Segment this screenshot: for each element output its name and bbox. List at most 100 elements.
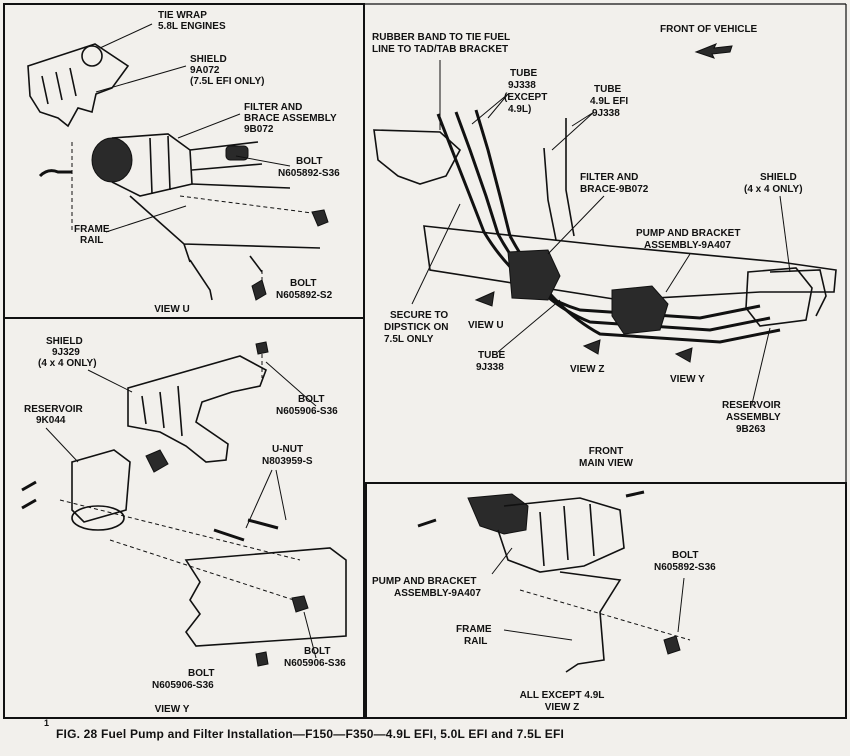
main-filter <box>507 249 561 301</box>
label-bolt-z-1: BOLT <box>672 550 698 561</box>
frame-rail-u <box>129 195 321 301</box>
tube-rise-3 <box>474 109 512 237</box>
label-tie-wrap-1: TIE WRAP <box>158 10 207 21</box>
label-reservoir-y-2: 9K044 <box>36 415 66 426</box>
label-front-of-vehicle: FRONT OF VEHICLE <box>660 24 758 35</box>
labels-view-z: BOLT N605892-S36 PUMP AND BRACKET ASSEMB… <box>372 550 716 713</box>
label-tube-a-4: 4.9L) <box>508 104 531 115</box>
label-shield-y-1: SHIELD <box>46 336 83 347</box>
label-bolt-a-u-1: BOLT <box>296 156 322 167</box>
outlet-fitting <box>225 145 249 161</box>
front-arrow <box>694 43 733 59</box>
label-bolt-b-y-1: BOLT <box>304 646 330 657</box>
leader-bolt-a <box>235 155 291 167</box>
reservoir-base <box>71 505 125 531</box>
label-shield-main-1: SHIELD <box>760 172 797 183</box>
caption-footnote-mark: 1 <box>44 718 50 728</box>
label-frame-u-1: FRAME <box>74 224 110 235</box>
filter-body <box>111 133 193 197</box>
label-reservoir-y-1: RESERVOIR <box>24 404 83 415</box>
label-pump-main-2: ASSEMBLY-9A407 <box>644 240 731 251</box>
label-bolt-a-y-2: N605906-S36 <box>276 406 338 417</box>
title-view-z-1: ALL EXCEPT 4.9L <box>520 690 605 701</box>
arrow-view-z <box>582 339 601 355</box>
panel-view-y <box>3 317 365 719</box>
reservoir-9k044 <box>71 449 131 523</box>
z-pump-ribs <box>539 503 595 567</box>
label-rubber-1: RUBBER BAND TO TIE FUEL <box>372 32 510 43</box>
reservoir-fittings <box>21 480 37 510</box>
leader-pump-main <box>665 253 691 293</box>
arrow-view-y <box>674 347 693 363</box>
reservoir-top-fittings <box>145 449 169 473</box>
label-filter-main-2: BRACE-9B072 <box>580 184 649 195</box>
label-view-u-main: VIEW U <box>468 320 504 331</box>
shield-ribs <box>41 67 77 105</box>
leader-bolt-a-y <box>265 361 317 407</box>
z-pump-top <box>467 493 529 535</box>
shield-9j329 <box>127 355 267 463</box>
panel-view-z <box>365 482 847 719</box>
label-shield-y-2: 9J329 <box>52 347 80 358</box>
leader-tube-a <box>471 93 509 125</box>
leader-frame <box>105 205 187 233</box>
labels-view-y: SHIELD 9J329 (4 x 4 ONLY) BOLT N605906-S… <box>24 336 346 715</box>
label-bolt-a-u-2: N605892-S36 <box>278 168 340 179</box>
label-secure-1: SECURE TO <box>390 310 448 321</box>
bolt-b-u <box>251 279 267 301</box>
label-rubber-2: LINE TO TAD/TAB BRACKET <box>372 44 508 55</box>
main-reservoir <box>745 267 813 327</box>
z-bolt <box>663 635 681 655</box>
label-shield-y-3: (4 x 4 ONLY) <box>38 358 97 369</box>
leader-shield <box>95 65 187 93</box>
filter-end <box>91 137 133 183</box>
figure-caption: FIG. 28 Fuel Pump and Filter Installatio… <box>56 727 565 741</box>
bolt-a-u <box>311 209 329 227</box>
dash-frame-y <box>59 499 307 605</box>
bolt-bottom-y <box>255 651 269 667</box>
tube-rise-2 <box>454 111 500 235</box>
engine-bracket <box>373 129 462 185</box>
label-reservoir-main-1: RESERVOIR <box>722 400 781 411</box>
leader-shield-y <box>87 369 133 393</box>
label-pump-z-1: PUMP AND BRACKET <box>372 576 476 587</box>
z-bolt-path <box>519 589 691 641</box>
leader-secure <box>411 203 461 305</box>
label-frame-z-1: FRAME <box>456 624 492 635</box>
frame-main <box>423 225 837 301</box>
view-z-artwork <box>417 490 691 673</box>
arrow-view-u <box>474 291 495 307</box>
leader-filter-main <box>547 195 605 255</box>
label-view-y-main: VIEW Y <box>670 374 705 385</box>
bolt-path-a <box>179 195 321 215</box>
label-secure-2: DIPSTICK ON <box>384 322 448 333</box>
leader-filter <box>177 113 241 139</box>
label-pump-main-1: PUMP AND BRACKET <box>636 228 740 239</box>
tube-4-9l <box>543 118 575 241</box>
leader-tie-wrap <box>99 23 153 49</box>
label-unut-1: U-NUT <box>272 444 303 455</box>
label-bolt-b-u-2: N605892-S2 <box>276 290 333 301</box>
label-filter-main-1: FILTER AND <box>580 172 638 183</box>
label-view-z-main: VIEW Z <box>570 364 604 375</box>
z-fittings <box>417 490 645 528</box>
label-tie-wrap-2: 5.8L ENGINES <box>158 21 226 32</box>
title-main-view-2: MAIN VIEW <box>579 458 633 469</box>
label-filter-u-2: BRACE ASSEMBLY <box>244 113 337 124</box>
leader-tube-b <box>551 111 595 151</box>
label-tube-b-3: 9J338 <box>592 108 620 119</box>
leader-z-frame <box>503 629 573 641</box>
label-secure-3: 7.5L ONLY <box>384 334 434 345</box>
leader-shield-main <box>779 195 791 273</box>
filter-brace <box>189 141 291 189</box>
bolt-right-y <box>291 595 309 613</box>
title-view-u: VIEW U <box>154 304 190 315</box>
title-view-z-2: VIEW Z <box>545 702 579 713</box>
leader-u-nut <box>245 469 287 529</box>
title-view-y: VIEW Y <box>155 704 190 715</box>
label-tube-b-1: TUBE <box>594 84 622 95</box>
label-bolt-z-2: N605892-S36 <box>654 562 716 573</box>
label-shield-main-2: (4 x 4 ONLY) <box>744 184 803 195</box>
bolt-top-y <box>255 341 269 355</box>
